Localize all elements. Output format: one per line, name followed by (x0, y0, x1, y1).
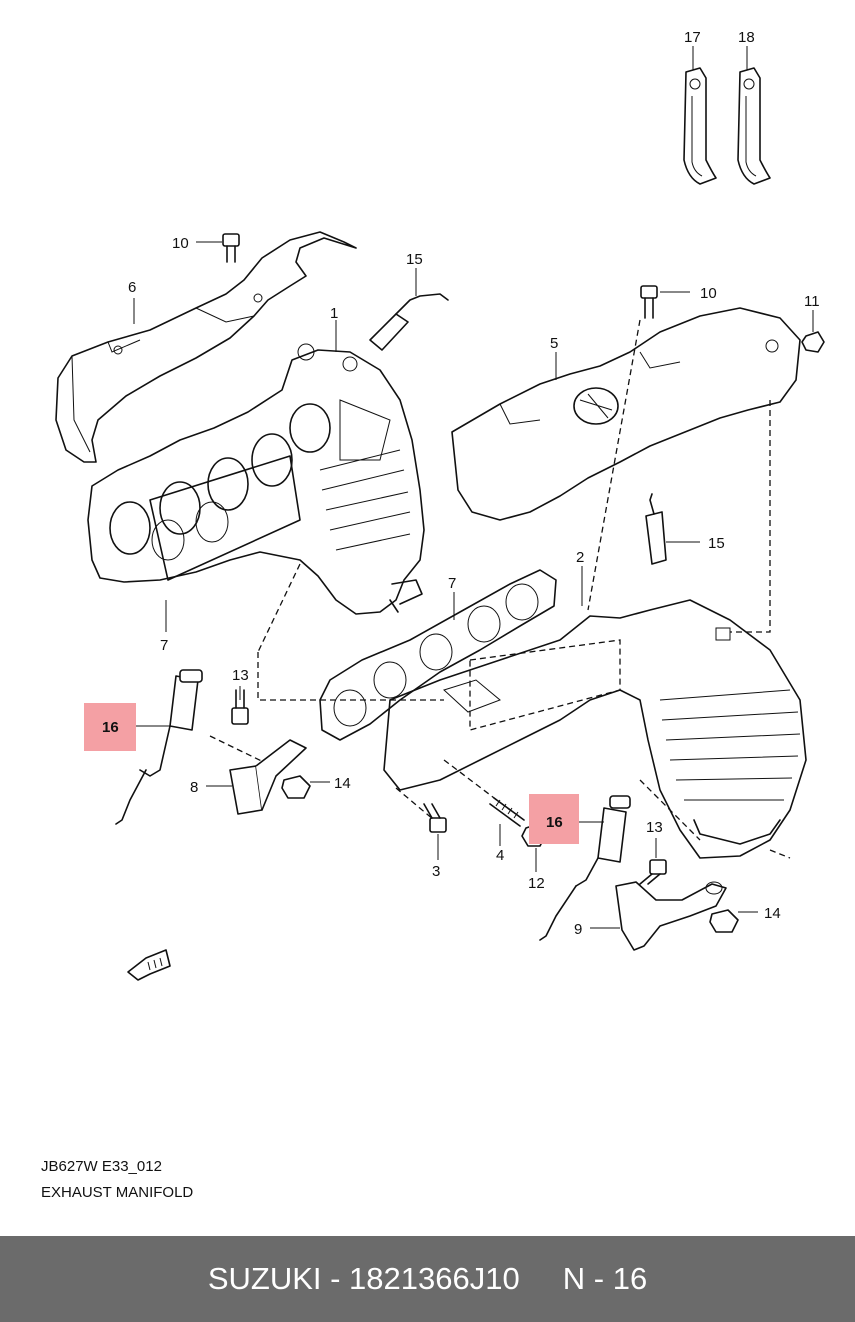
part-7-gasket-left (149, 455, 301, 581)
callout-3: 3 (432, 863, 440, 880)
part-13-bolt-right (639, 859, 667, 885)
footer-bar: SUZUKI - 1821366J10 N - 16 (0, 1236, 855, 1322)
part-15-oxygen-sensor-right (645, 493, 667, 565)
part-2-exhaust-manifold-rear (383, 599, 807, 859)
callout-7-right: 7 (448, 575, 456, 592)
part-7-gasket-right (319, 569, 557, 741)
callout-18: 18 (738, 29, 755, 46)
callout-8: 8 (190, 779, 198, 796)
part-13-bolt-left (231, 689, 249, 725)
exhaust-manifold-diagram: 17 18 10 15 6 10 11 1 5 15 2 7 7 13 16 8… (55, 29, 825, 981)
callout-16-right: 16 (546, 814, 563, 831)
part-8-bracket (229, 739, 307, 815)
highlight-box-16-right (529, 794, 579, 844)
callout-9: 9 (574, 921, 582, 938)
part-10-bolt-right (640, 285, 658, 319)
callout-15-upper: 15 (406, 251, 423, 268)
part-14-nut-right (709, 909, 739, 933)
part-15-oxygen-sensor-upper (369, 293, 449, 351)
drawing-code: JB627W E33_012 (41, 1158, 162, 1175)
callout-1: 1 (330, 305, 338, 322)
drawing-title: EXHAUST MANIFOLD (41, 1184, 194, 1201)
front-direction-arrow-icon (127, 949, 171, 981)
footer-part-number: SUZUKI - 1821366J10 N - 16 (207, 1261, 648, 1296)
part-18-clamp (737, 67, 771, 185)
part-11-nut (801, 331, 825, 353)
callout-4: 4 (496, 847, 504, 864)
highlight-box-16-left (84, 703, 136, 751)
part-17-clamp (683, 67, 717, 185)
callout-10-right: 10 (700, 285, 717, 302)
part-16-oxygen-sensor-right (539, 795, 631, 941)
part-14-nut-left (281, 775, 311, 799)
callout-10-left: 10 (172, 235, 189, 252)
callout-14-left: 14 (334, 775, 351, 792)
part-3-bolt (423, 803, 447, 833)
callout-13-right: 13 (646, 819, 663, 836)
callout-7-left: 7 (160, 637, 168, 654)
callout-12: 12 (528, 875, 545, 892)
callout-14-right: 14 (764, 905, 781, 922)
part-9-bracket (615, 881, 727, 951)
part-16-oxygen-sensor-left (115, 669, 203, 825)
part-5-heat-shield-rear (451, 307, 801, 521)
callout-16-left: 16 (102, 719, 119, 736)
part-10-bolt-left (222, 233, 240, 263)
part-6-heat-shield (55, 231, 357, 463)
part-1-exhaust-manifold-front (87, 343, 425, 615)
callout-5: 5 (550, 335, 558, 352)
part-4-stud (489, 797, 525, 827)
callout-6: 6 (128, 279, 136, 296)
callout-17: 17 (684, 29, 701, 46)
callout-13-left: 13 (232, 667, 249, 684)
callout-2: 2 (576, 549, 584, 566)
callout-15-right: 15 (708, 535, 725, 552)
callout-11: 11 (804, 293, 820, 310)
